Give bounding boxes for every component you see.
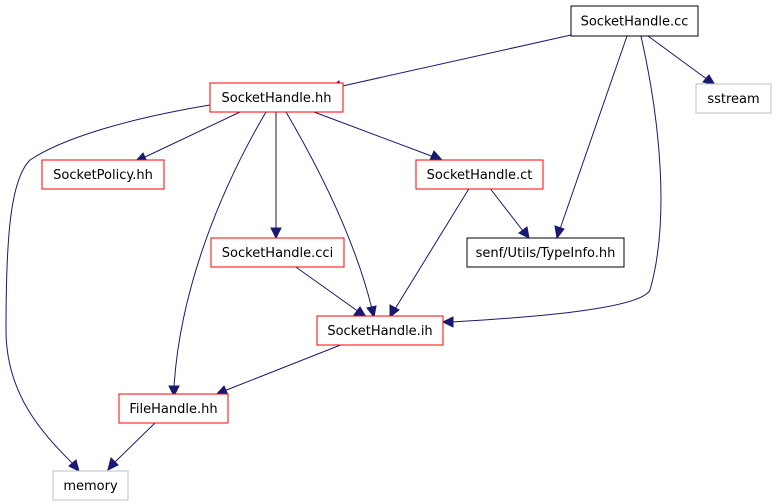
node-socket-handle-ih[interactable]: SocketHandle.ih [316, 315, 444, 346]
edges [5, 34, 717, 472]
edge-cc-to-sstream [647, 35, 717, 86]
edge-ct-to-typeinfo [488, 186, 530, 239]
node-label: SocketHandle.ct [427, 168, 533, 183]
edge-ih-to-filehandle [214, 343, 344, 396]
edge-cc-to-hh [327, 34, 572, 92]
node-sstream: sstream [695, 83, 772, 114]
edge-hh-to-policy [133, 111, 241, 163]
node-box [41, 159, 165, 190]
node-box [695, 83, 772, 114]
node-box [466, 237, 625, 268]
edge-hh-to-filehandle [168, 111, 267, 398]
edge-hh-to-ih [285, 111, 377, 319]
edge-ct-to-ih [389, 186, 471, 319]
node-label: SocketHandle.hh [222, 91, 332, 106]
edge-cc-to-ih [441, 35, 662, 328]
node-socket-handle-hh[interactable]: SocketHandle.hh [209, 82, 344, 113]
nodes: SocketHandle.cc SocketHandle.hh sstream … [41, 5, 772, 501]
node-type-info-hh[interactable]: senf/Utils/TypeInfo.hh [466, 237, 625, 268]
node-box [570, 5, 699, 37]
node-file-handle-hh[interactable]: FileHandle.hh [118, 393, 229, 424]
edge-cci-to-ih [292, 264, 367, 318]
node-box [316, 315, 444, 346]
node-label: FileHandle.hh [129, 402, 217, 417]
node-label: SocketPolicy.hh [53, 168, 153, 183]
node-label: SocketHandle.cci [222, 246, 333, 261]
node-label: sstream [707, 92, 759, 107]
node-label: senf/Utils/TypeInfo.hh [476, 246, 616, 261]
node-label: SocketHandle.cc [581, 15, 689, 30]
node-box [52, 470, 129, 501]
node-box [415, 159, 544, 190]
node-box [118, 393, 229, 424]
node-label: SocketHandle.ih [327, 324, 432, 339]
edge-hh-to-ct [313, 111, 444, 161]
node-socket-policy-hh[interactable]: SocketPolicy.hh [41, 159, 165, 190]
node-socket-handle-ct[interactable]: SocketHandle.ct [415, 159, 544, 190]
edge-cc-to-typeinfo [554, 35, 628, 240]
edge-hh-to-cci [270, 112, 282, 240]
node-label: memory [63, 479, 118, 494]
edge-filehandle-to-memory [107, 420, 158, 471]
node-socket-handle-cci[interactable]: SocketHandle.cci [210, 237, 345, 268]
node-memory: memory [52, 470, 129, 501]
edge-hh-to-memory [5, 104, 211, 472]
node-box [209, 82, 344, 113]
node-box [210, 237, 345, 268]
node-socket-handle-cc[interactable]: SocketHandle.cc [570, 5, 699, 37]
